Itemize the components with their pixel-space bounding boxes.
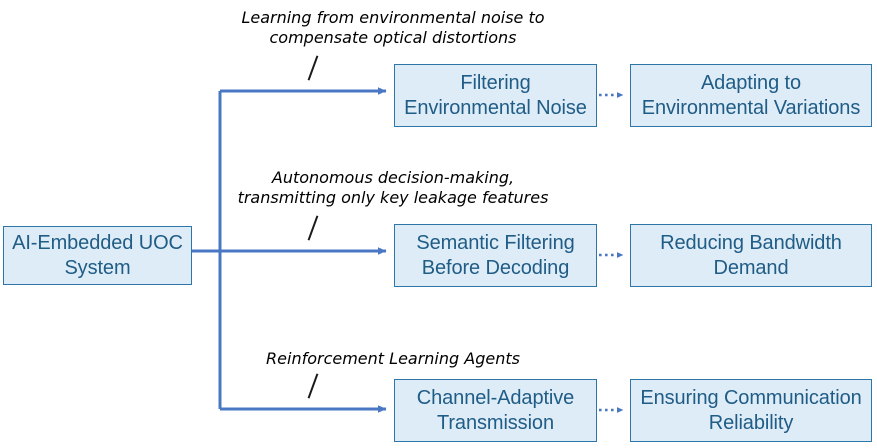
node-adapting-to-environmental-variations[interactable]: Adapting to Environmental Variations	[630, 64, 872, 127]
node-ensuring-communication-reliability[interactable]: Ensuring Communication Reliability	[630, 379, 872, 442]
node-filtering-environmental-noise[interactable]: Filtering Environmental Noise	[394, 64, 597, 127]
slash-mark-branch-semantic	[307, 215, 319, 241]
annotation-autonomous-decision-making: Autonomous decision-making, transmitting…	[237, 168, 549, 207]
annotation-reinforcement-learning-agents: Reinforcement Learning Agents	[266, 349, 520, 368]
annotation-learning-from-environmental-noise: Learning from environmental noise to com…	[241, 8, 545, 47]
node-channel-adaptive-transmission[interactable]: Channel-Adaptive Transmission	[394, 379, 597, 442]
node-reducing-bandwidth-demand[interactable]: Reducing Bandwidth Demand	[630, 224, 872, 287]
slash-mark-branch-channel-adaptive	[307, 373, 319, 399]
slash-mark-branch-noise	[307, 55, 319, 81]
node-semantic-filtering-before-decoding[interactable]: Semantic Filtering Before Decoding	[394, 224, 597, 287]
node-ai-embedded-uoc-system[interactable]: AI-Embedded UOC System	[3, 226, 192, 285]
